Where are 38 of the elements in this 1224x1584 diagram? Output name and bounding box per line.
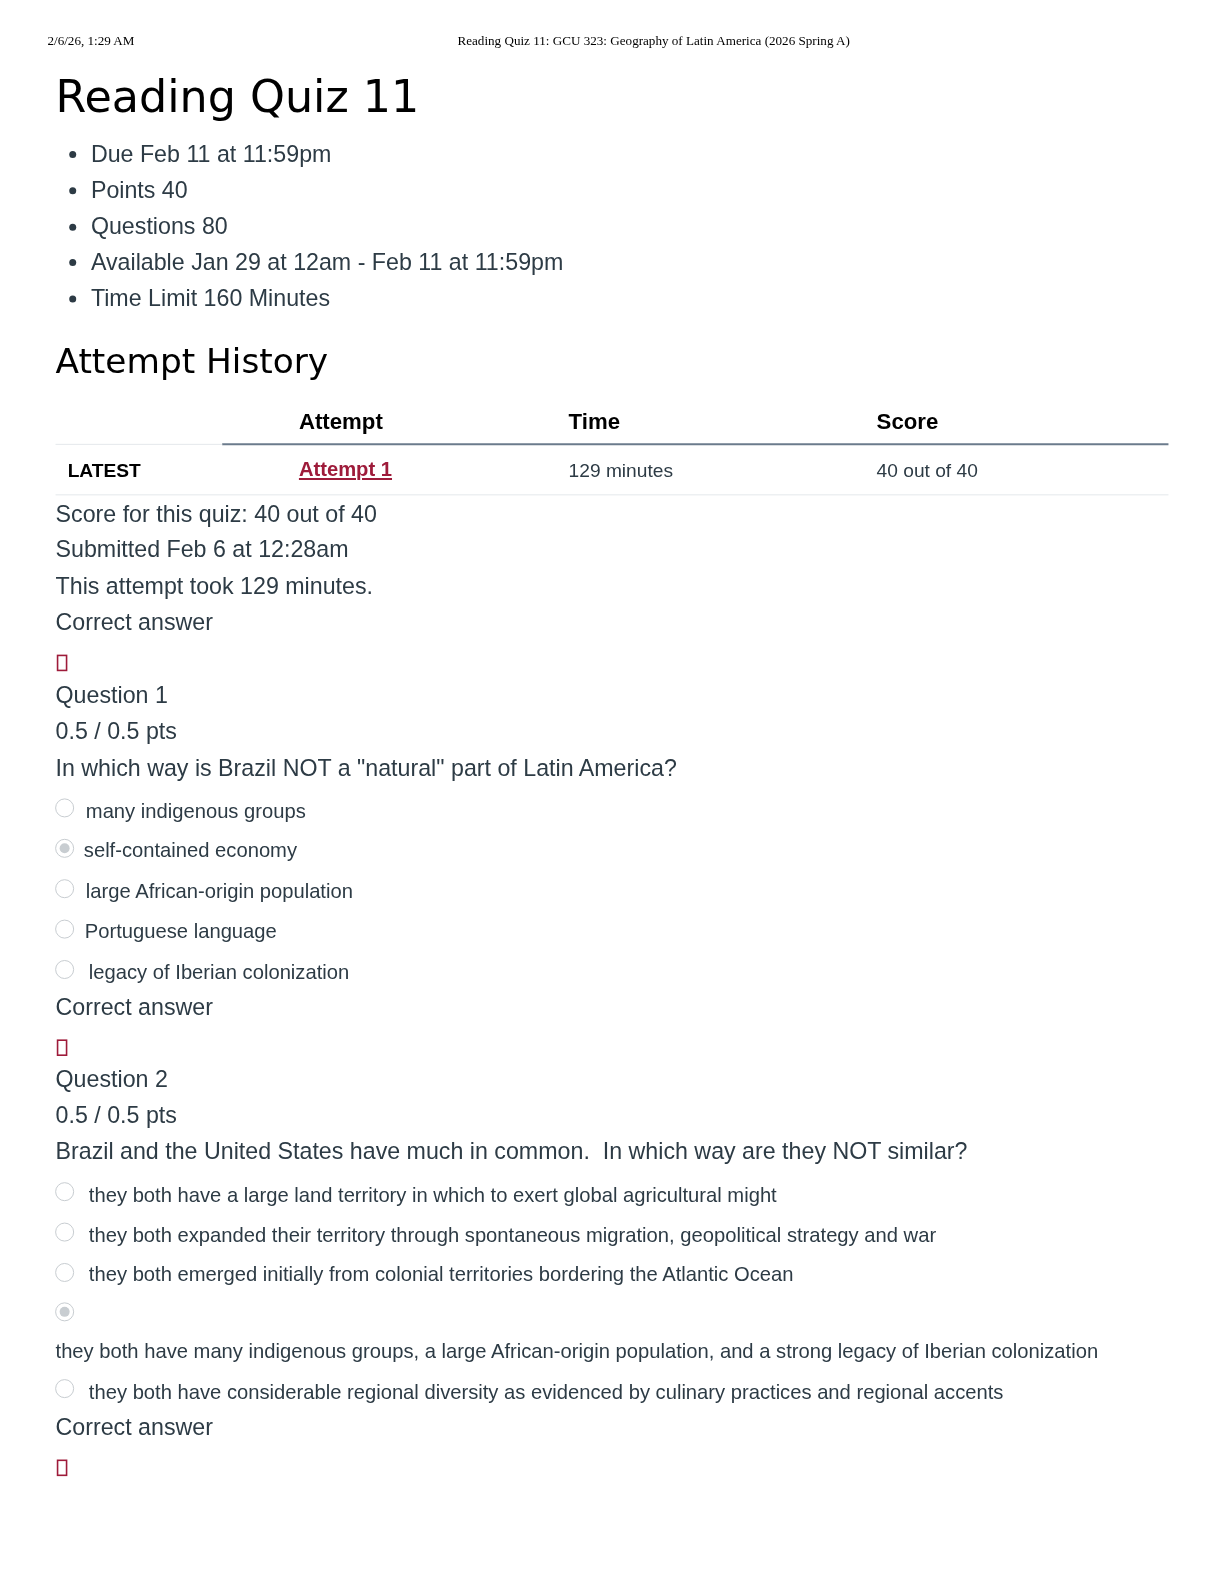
text-line: Brazil and the United States have much in common. In which way are they NOT similar?	[55, 1138, 968, 1167]
answer-option: large African-origin population	[85, 878, 353, 903]
text-line: In which way is Brazil NOT a "natural" part of Latin America?	[55, 754, 677, 783]
answer-option: they both have considerable regional diversity as evidenced by culinary practices and regional accents	[88, 1379, 1004, 1404]
text-line: 0.5 / 0.5 pts	[55, 1102, 177, 1130]
list-item: Available Jan 29 at 12am - Feb 11 at 11:59pm	[90, 248, 564, 277]
text-line: Score for this quiz: 40 out of 40	[55, 501, 377, 529]
column-header: Score	[876, 408, 939, 436]
column-header: Attempt	[298, 408, 383, 436]
answer-option: they both have many indigenous groups, a large African-origin population, and a strong legacy of Iberian colonization	[55, 1339, 1099, 1364]
page-header-text: 2/6/26, 1:29 AM	[47, 32, 135, 49]
list-item: Time Limit 160 Minutes	[90, 285, 331, 313]
answer-option: self-contained economy	[83, 838, 298, 863]
table-cell: 40 out of 40	[876, 459, 978, 483]
text-line: Question 2	[55, 1065, 168, 1094]
text-line: This attempt took 129 minutes.	[55, 572, 373, 601]
attempt-link: Attempt 1	[298, 457, 392, 482]
table-cell: 129 minutes	[568, 459, 673, 483]
answer-option: they both expanded their territory through spontaneous migration, geopolitical strategy and war	[88, 1223, 937, 1248]
answer-option: legacy of Iberian colonization	[88, 960, 350, 985]
answer-option: they both emerged initially from colonial territories bordering the Atlantic Ocean	[88, 1262, 794, 1287]
text-line: Correct answer	[55, 1414, 213, 1442]
list-item: Due Feb 11 at 11:59pm	[90, 140, 332, 169]
text-line: Question 1	[55, 681, 168, 710]
column-header: Time	[568, 408, 620, 436]
list-item: Questions 80	[90, 213, 228, 242]
answer-option: many indigenous groups	[85, 798, 306, 824]
answer-option: Portuguese language	[84, 919, 277, 944]
page-header-text: Reading Quiz 11: GCU 323: Geography of Latin America (2026 Spring A)	[457, 32, 850, 49]
answer-option: they both have a large land territory in which to exert global agricultural might	[88, 1182, 777, 1207]
text-line: Correct answer	[55, 609, 213, 638]
section-heading: Attempt History	[55, 340, 329, 383]
text-line: Correct answer	[55, 993, 213, 1022]
text-line: 0.5 / 0.5 pts	[55, 718, 177, 747]
text-line: Submitted Feb 6 at 12:28am	[55, 536, 349, 565]
row-header: LATEST	[67, 459, 141, 483]
list-item: Points 40	[90, 176, 188, 205]
page-title: Reading Quiz 11	[55, 69, 420, 123]
